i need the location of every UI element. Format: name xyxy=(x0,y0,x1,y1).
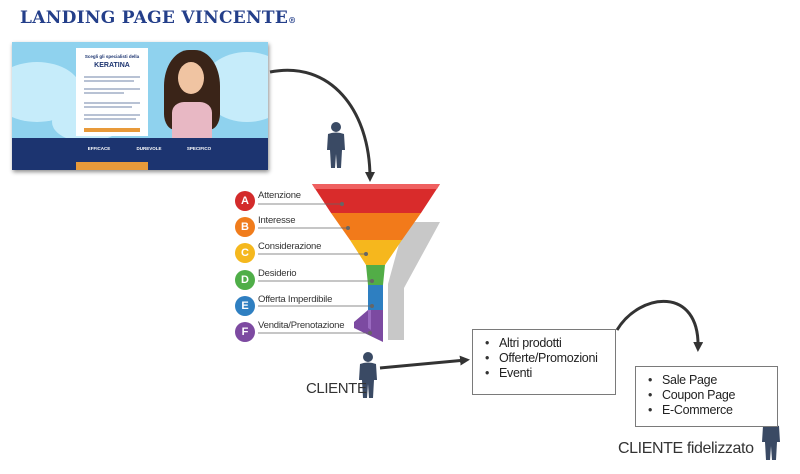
step-label-interesse: Interesse xyxy=(258,215,296,226)
step-connectors xyxy=(258,201,374,335)
step-label-attenzione: Attenzione xyxy=(258,190,301,201)
list-item: Altri prodotti xyxy=(485,336,615,351)
step-circle-e: E xyxy=(235,296,255,316)
thumbnail-feature-1: EFFICACE xyxy=(87,146,111,151)
list-item: Eventi xyxy=(485,366,615,381)
funnel-layer-a xyxy=(312,184,440,213)
step-label-offerta-imperdibile: Offerta Imperdibile xyxy=(258,294,333,305)
thumbnail-heading-big: KERATINA xyxy=(94,62,130,69)
landing-page-thumbnail: Scegli gli specialisti della KERATINA EF… xyxy=(12,42,268,170)
step-circle-c: C xyxy=(235,243,255,263)
cliente-person-icon xyxy=(359,352,377,398)
step-label-desiderio: Desiderio xyxy=(258,268,297,279)
arrow-landing-to-funnel xyxy=(269,68,375,182)
funnel-shadow xyxy=(388,222,440,340)
funnel xyxy=(312,184,440,342)
thumbnail-feature-2: DUREVOLE xyxy=(136,146,162,151)
step-circle-a: A xyxy=(235,191,255,211)
arrow-box-to-box xyxy=(615,299,704,352)
cliente-label: CLIENTE xyxy=(306,380,367,397)
list-item: E-Commerce xyxy=(648,403,777,418)
box-loyalty: Sale Page Coupon Page E-Commerce xyxy=(635,366,778,427)
list-item: Coupon Page xyxy=(648,388,777,403)
step-label-considerazione: Considerazione xyxy=(258,241,322,252)
step-circle-f: F xyxy=(235,322,255,342)
arrow-cliente-to-box xyxy=(379,355,470,370)
funnel-layer-d xyxy=(366,265,385,285)
step-circle-d: D xyxy=(235,270,255,290)
registered-mark: ® xyxy=(288,15,297,25)
step-circle-b: B xyxy=(235,217,255,237)
thumbnail-cta-button xyxy=(84,128,140,132)
thumbnail-heading-small: Scegli gli specialisti della xyxy=(84,54,140,59)
box-upsell: Altri prodotti Offerte/Promozioni Eventi xyxy=(472,329,616,395)
page-title: LANDING PAGE VINCENTE® xyxy=(20,8,297,28)
funnel-layer-c xyxy=(350,240,402,265)
person-icon xyxy=(327,122,345,168)
thumbnail-form-card: Scegli gli specialisti della KERATINA xyxy=(76,48,148,136)
cliente-fidelizzato-label: CLIENTE fidelizzato xyxy=(618,440,754,457)
thumbnail-feature-3: SPECIFICO xyxy=(186,146,212,151)
funnel-layer-b xyxy=(331,213,421,240)
list-item: Sale Page xyxy=(648,373,777,388)
list-item: Offerte/Promozioni xyxy=(485,351,615,366)
step-label-vendita-prenotazione: Vendita/Prenotazione xyxy=(258,320,345,331)
funnel-layer-e xyxy=(368,285,383,310)
